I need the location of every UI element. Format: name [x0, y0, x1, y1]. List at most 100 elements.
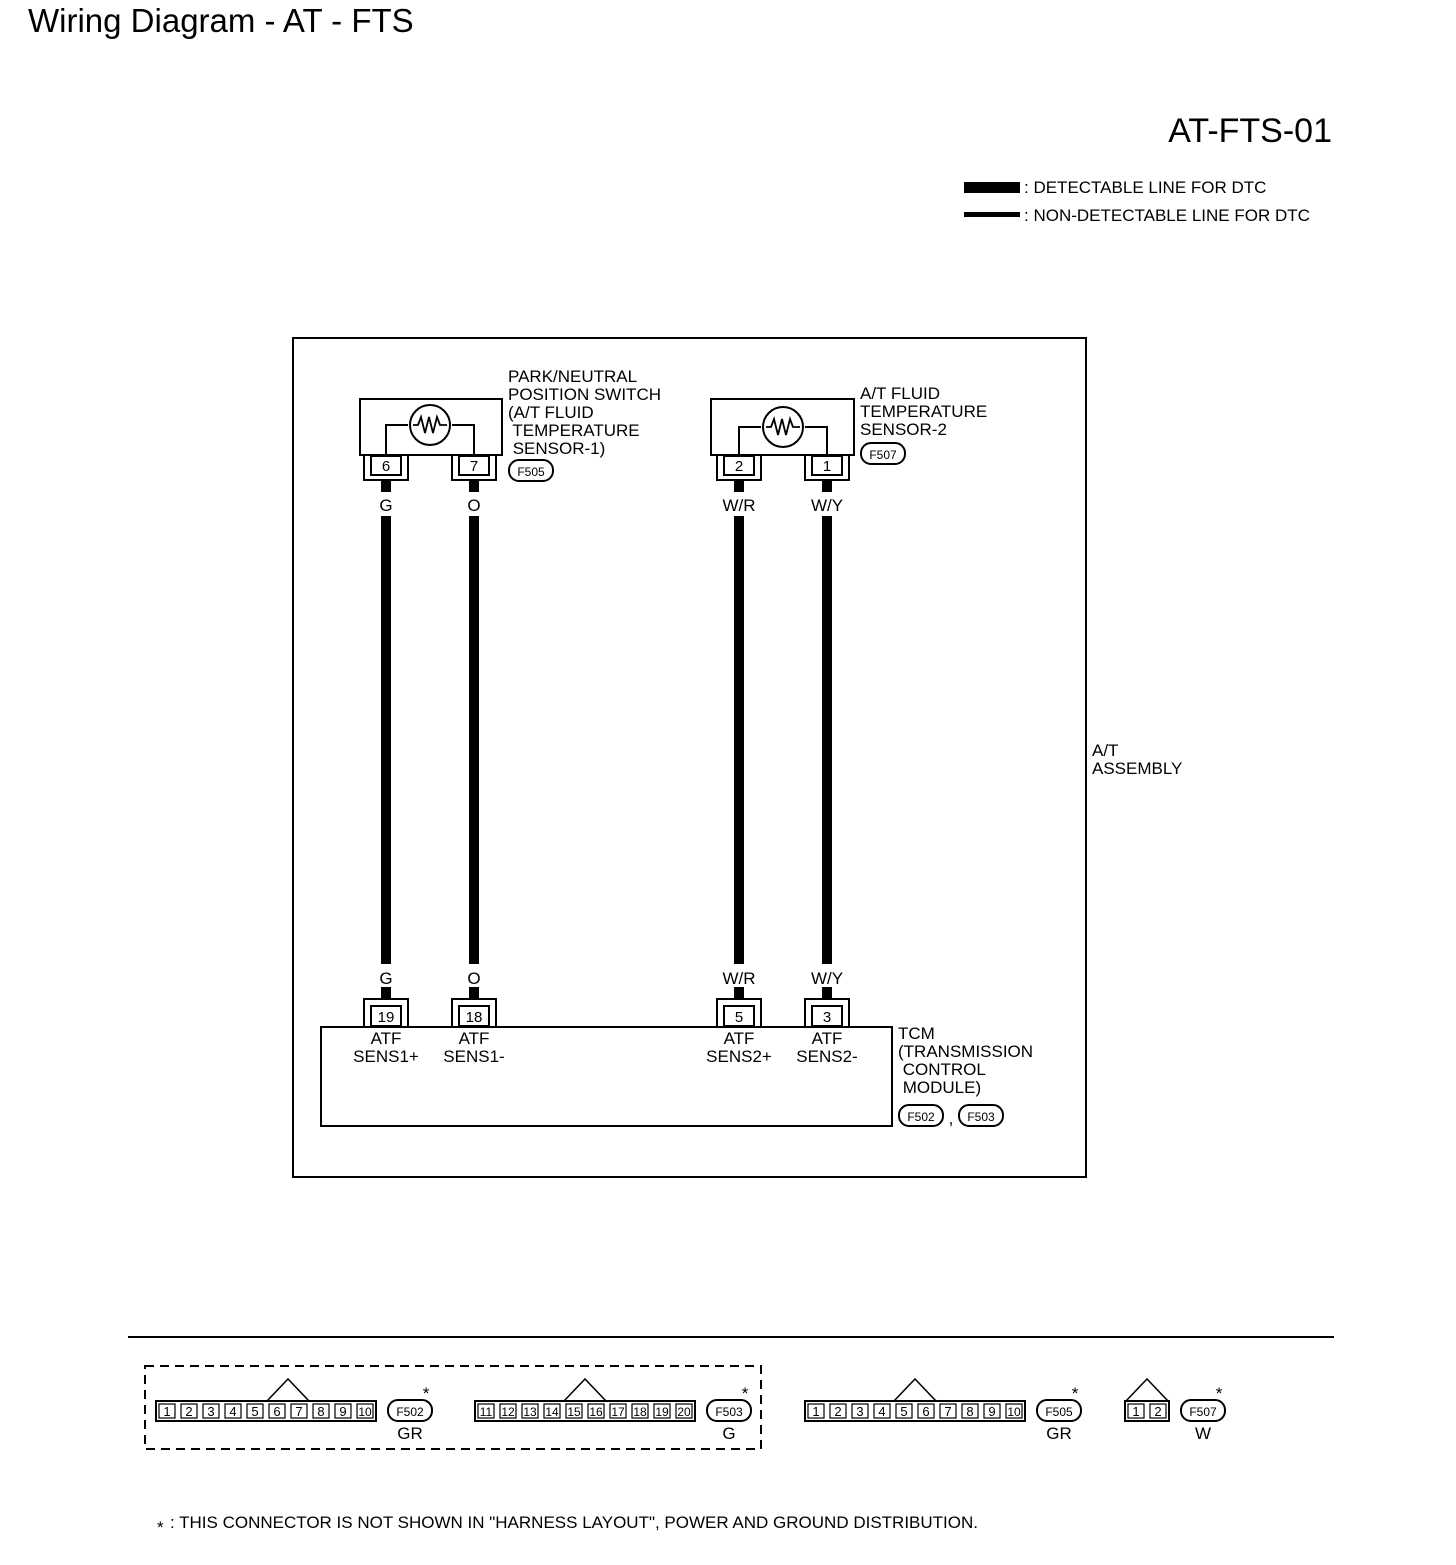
connector-pin-number: 6	[273, 1404, 280, 1419]
connector-lock-tab	[266, 1377, 310, 1402]
connector-lock-tab	[563, 1377, 607, 1402]
connector-housing	[474, 1400, 696, 1422]
connector-lock-tab	[893, 1377, 937, 1402]
sensor2-pin-number: 1	[823, 458, 831, 475]
footnote-star: *	[157, 1518, 164, 1537]
detectable-line-swatch	[964, 182, 1020, 193]
tcm-component: 19 18 5 3 ATF SENS1+ ATF SENS1- ATF SENS…	[320, 998, 1033, 1128]
connector-pin-cell	[939, 1403, 957, 1419]
connector-pin-cell	[246, 1403, 264, 1419]
connector-separator: ,	[949, 1109, 954, 1128]
tcm-terminal-label: ATF	[459, 1029, 490, 1048]
connector-housing	[804, 1400, 1026, 1422]
connector-badge-text: F507	[869, 448, 897, 462]
connector-pin-cell	[499, 1403, 517, 1419]
connector-pin-number: 17	[611, 1405, 625, 1419]
tcm-pin-number: 19	[378, 1009, 395, 1026]
connector-pin-number: 8	[966, 1404, 973, 1419]
wire-color-label: W/Y	[811, 496, 843, 515]
connector-pin-cell	[334, 1403, 352, 1419]
connector-pin-number: 9	[988, 1404, 995, 1419]
connector-pin-number: 3	[207, 1404, 214, 1419]
connector-housing	[155, 1400, 377, 1422]
connector-pin-number: 8	[317, 1404, 324, 1419]
tcm-label-line: MODULE)	[898, 1078, 981, 1097]
connector-badge-f503	[958, 1104, 1004, 1127]
sensor2-pin-box	[723, 455, 755, 476]
connector-pin-cell	[587, 1403, 605, 1419]
connector-color-code: GR	[1046, 1424, 1072, 1443]
connector-pin-number: 7	[295, 1404, 302, 1419]
connector-pin-cell	[895, 1403, 913, 1419]
connector-badge-text: F505	[1045, 1405, 1073, 1419]
connector-pin-number: 13	[523, 1405, 537, 1419]
non-detectable-line-swatch	[964, 212, 1020, 217]
tcm-pin-box	[458, 1005, 490, 1027]
connector-badge-text: F502	[396, 1405, 424, 1419]
connector-badge-text: F505	[517, 465, 545, 479]
thermistor-icon	[762, 406, 804, 448]
connector-pin-cell	[829, 1403, 847, 1419]
connector-pin-cell	[983, 1403, 1001, 1419]
sensor1-pin-box	[370, 455, 402, 476]
tcm-pin-number: 18	[466, 1009, 483, 1026]
sensor2-component: 2 1 A/T FLUID TEMPERATURE SENSOR-2 F507	[710, 384, 987, 481]
sensor1-pin-number: 6	[382, 458, 390, 475]
connector-pin-number: 2	[1154, 1404, 1161, 1419]
wire-color-label: G	[379, 496, 392, 515]
connector-badge	[1180, 1399, 1226, 1422]
connector-pin-cell	[631, 1403, 649, 1419]
sensor1-label-line: SENSOR-1)	[508, 439, 605, 458]
tcm-pin-number: 3	[823, 1009, 831, 1026]
connector-pin-number: 10	[358, 1405, 372, 1419]
connector-pin-number: 2	[185, 1404, 192, 1419]
legend-non-detectable-label: : NON-DETECTABLE LINE FOR DTC	[1024, 206, 1310, 225]
connector-pin-number: 11	[480, 1405, 493, 1419]
tcm-label-line: CONTROL	[898, 1060, 986, 1079]
connector-pin-cell	[521, 1403, 539, 1419]
footnote-text: : THIS CONNECTOR IS NOT SHOWN IN "HARNES…	[170, 1513, 978, 1532]
wire-harness: G O W/R W/Y G O W/R W/Y	[379, 480, 843, 999]
connector-pin-number: 2	[834, 1404, 841, 1419]
page-code: AT-FTS-01	[1168, 112, 1332, 150]
connector-pin-cell	[851, 1403, 869, 1419]
connector-pin-number: 10	[1007, 1405, 1021, 1419]
tcm-terminal-label: ATF	[812, 1029, 843, 1048]
connector-pin-cell	[609, 1403, 627, 1419]
connector-badge-text: F502	[907, 1110, 935, 1124]
connector-badge-f507	[860, 442, 906, 465]
connector-badge-text: F503	[967, 1110, 995, 1124]
wire-wy	[822, 516, 832, 964]
wire-color-label: O	[467, 496, 480, 515]
tcm-label-line: TCM	[898, 1024, 935, 1043]
connector-badge-text: F507	[1189, 1405, 1217, 1419]
wire-o	[469, 516, 479, 964]
tcm-terminal-label: SENS2-	[796, 1047, 857, 1066]
tcm-label-line: (TRANSMISSION	[898, 1042, 1033, 1061]
tcm-terminal-label: SENS2+	[706, 1047, 772, 1066]
sensor1-label-line: TEMPERATURE	[508, 421, 640, 440]
wire-color-label: W/R	[722, 969, 755, 988]
wire-color-label: W/R	[722, 496, 755, 515]
connector-pin-cell	[1149, 1403, 1167, 1419]
sensor1-label-line: POSITION SWITCH	[508, 385, 661, 404]
sensor1-component: 6 7 PARK/NEUTRAL POSITION SWITCH (A/T FL…	[359, 367, 661, 482]
sensor1-label-line: PARK/NEUTRAL	[508, 367, 637, 386]
connector-badge	[706, 1399, 752, 1422]
connector-pin-cell	[477, 1403, 495, 1419]
connector-pin-number: 20	[677, 1405, 691, 1419]
connector-pin-number: 19	[655, 1405, 669, 1419]
connector-pin-cell	[873, 1403, 891, 1419]
tcm-pin-number: 5	[735, 1009, 743, 1026]
thermistor-icon	[409, 404, 451, 446]
connector-pin-cell	[543, 1403, 561, 1419]
connector-star: *	[742, 1384, 749, 1403]
connector-lock-tab	[1125, 1377, 1169, 1402]
connector-pin-number: 1	[163, 1404, 170, 1419]
at-assembly-label-line: ASSEMBLY	[1092, 759, 1182, 778]
connector-pin-cell	[653, 1403, 671, 1419]
